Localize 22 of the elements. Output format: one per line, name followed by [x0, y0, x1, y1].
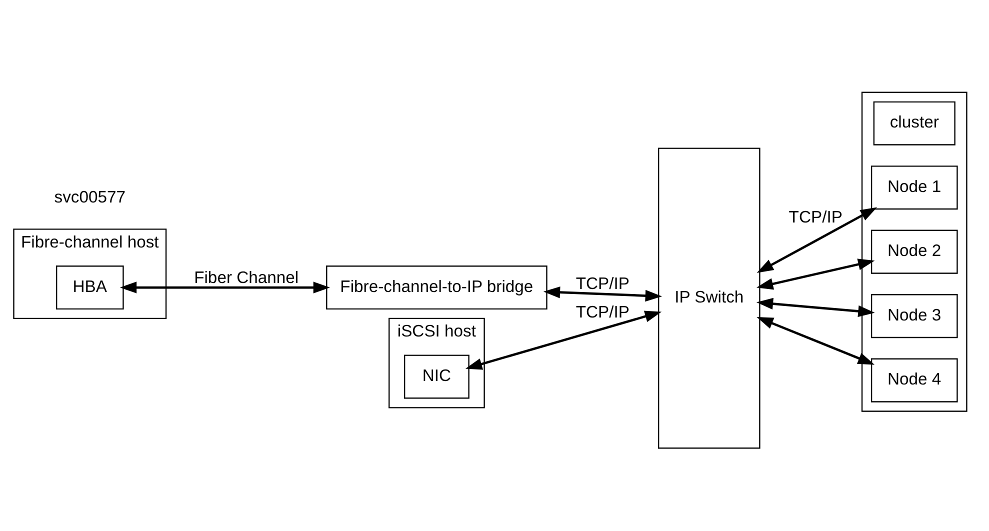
- node-box: Node 1: [870, 166, 958, 210]
- arrow: [756, 298, 874, 318]
- label: svc00577: [54, 188, 126, 207]
- node-box: Fibre-channel-to-IP bridge: [326, 266, 547, 310]
- arrow: [756, 316, 874, 365]
- node-box: Node 2: [870, 230, 958, 274]
- arrow: [464, 310, 662, 370]
- node-box: Node 4: [870, 358, 958, 402]
- cluster: [860, 92, 967, 412]
- arrow: [119, 282, 330, 294]
- arrow: [542, 286, 662, 302]
- node-box: cluster: [872, 101, 955, 146]
- node-box: IP Switch: [658, 148, 760, 449]
- node-box: NIC: [403, 354, 469, 399]
- edge-label: TCP/IP: [575, 274, 629, 293]
- node-box: HBA: [56, 266, 124, 310]
- node-box: Node 3: [870, 294, 958, 338]
- edge-label: Fiber Channel: [194, 268, 298, 287]
- edge-label: TCP/IP: [788, 207, 842, 226]
- arrow: [756, 207, 877, 273]
- arrow: [756, 258, 874, 290]
- edge-label: TCP/IP: [575, 302, 629, 322]
